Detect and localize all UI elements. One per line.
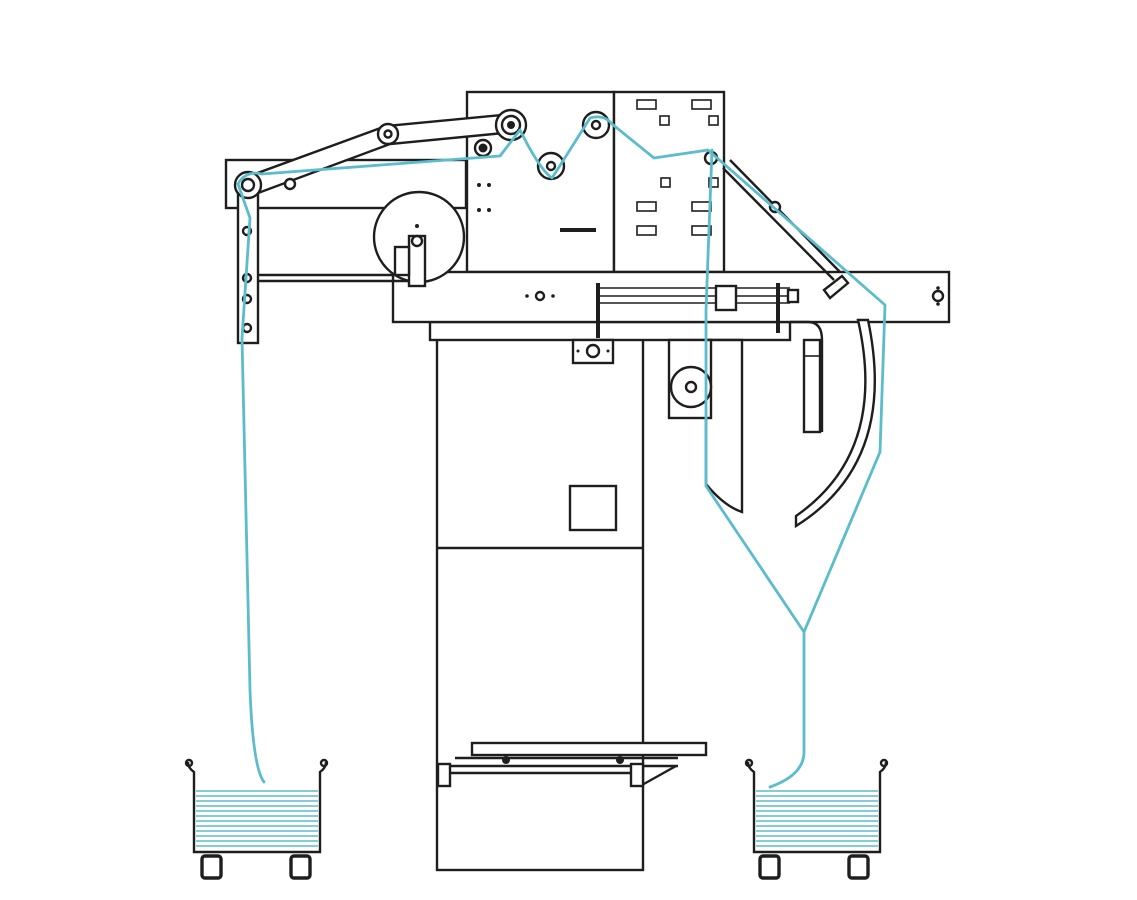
control-buttons [636, 99, 719, 236]
left-cart-casters [200, 854, 312, 880]
left-cart [184, 758, 329, 880]
cabinet-window [568, 484, 618, 532]
motor-housing [667, 338, 744, 514]
left-fabric-stack [196, 790, 318, 847]
exhaust-pipe [790, 320, 824, 434]
main-beam [391, 270, 951, 324]
bearing-block [571, 338, 615, 365]
large-wheel [372, 190, 466, 288]
curved-guide-plate [794, 318, 876, 529]
guide-rail-assembly [596, 283, 800, 338]
fabric-web-path [236, 115, 887, 789]
right-cart-casters [758, 854, 870, 880]
right-fabric-stack [756, 790, 878, 847]
right-cart [744, 758, 889, 880]
feed-table [436, 741, 708, 788]
